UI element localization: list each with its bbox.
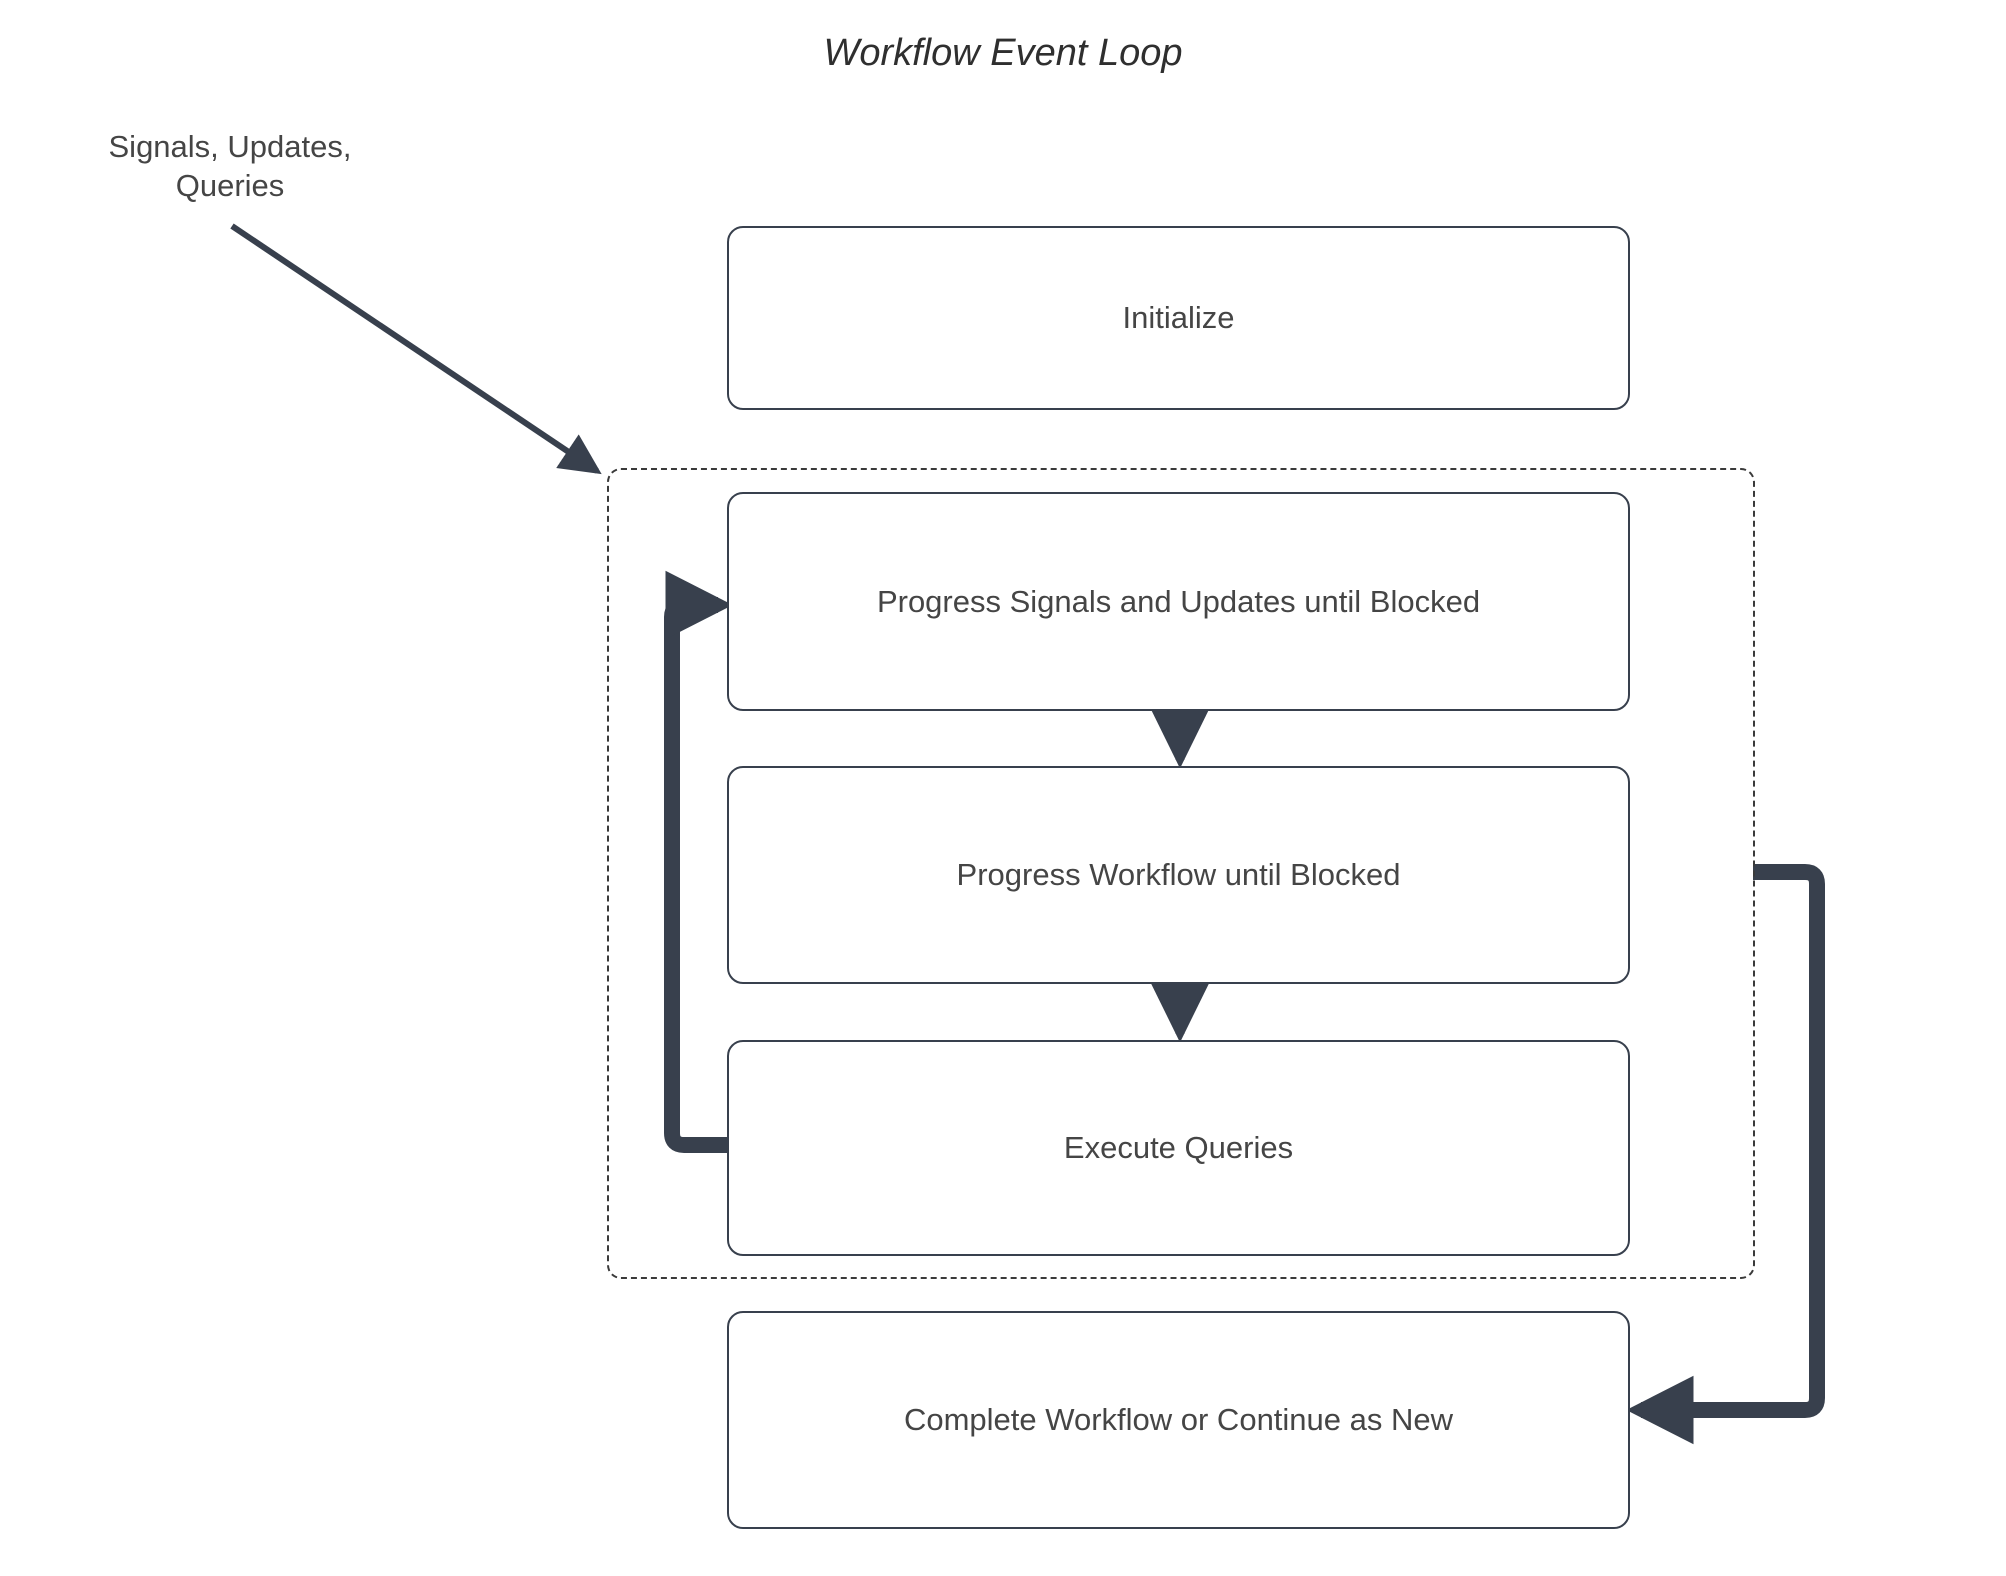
edge-input-to-loop xyxy=(230,223,602,475)
node-initialize[interactable]: Initialize xyxy=(727,226,1630,410)
node-execute-queries-label: Execute Queries xyxy=(1063,1130,1294,1166)
node-progress-signals[interactable]: Progress Signals and Updates until Block… xyxy=(727,492,1630,711)
event-loop-group xyxy=(607,468,1755,1279)
node-execute-queries[interactable]: Execute Queries xyxy=(727,1040,1630,1256)
page-title: Workflow Event Loop xyxy=(823,32,1183,74)
node-initialize-label: Initialize xyxy=(1122,300,1235,336)
node-complete-workflow-label: Complete Workflow or Continue as New xyxy=(903,1402,1454,1438)
node-progress-signals-label: Progress Signals and Updates until Block… xyxy=(876,583,1481,619)
edge-queries-loopback xyxy=(664,570,733,1153)
node-progress-workflow[interactable]: Progress Workflow until Blocked xyxy=(727,766,1630,984)
node-complete-workflow[interactable]: Complete Workflow or Continue as New xyxy=(727,1311,1630,1529)
external-input-label: Signals, Updates, Queries xyxy=(108,129,352,203)
node-progress-workflow-label: Progress Workflow until Blocked xyxy=(956,857,1401,893)
edge-loop-to-complete xyxy=(1626,864,1825,1445)
